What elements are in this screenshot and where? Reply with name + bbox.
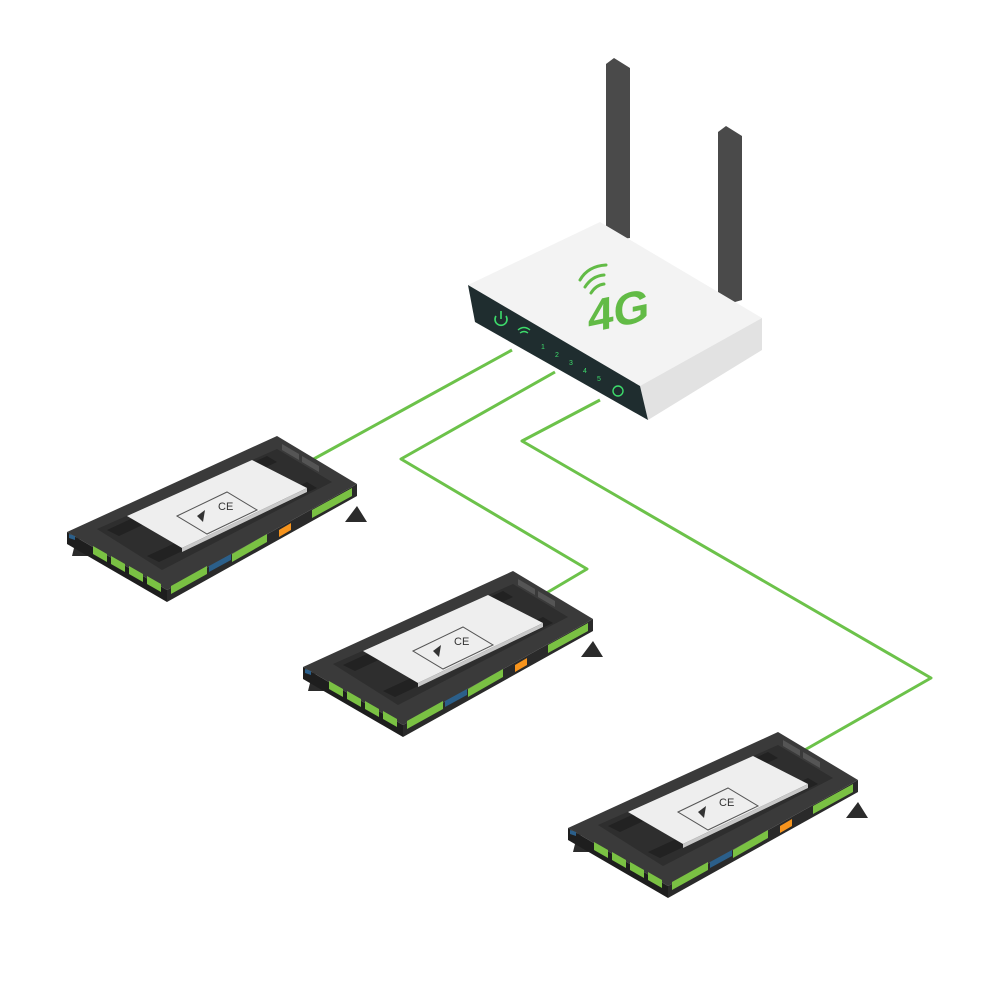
port-label: 5 [597,376,601,383]
controller-1: CE [66,435,368,603]
antenna-right [718,126,742,304]
router-4g: 1 2 3 4 5 4G [468,58,762,420]
port-label: 4 [583,368,587,375]
router-status-panel [468,285,648,420]
link-controller-2 [399,370,589,600]
port-label: 3 [569,360,573,367]
controller-2: CE [302,570,604,738]
link-controller-1 [300,348,513,468]
ce-mark: CE [454,636,469,648]
port-labels: 1 2 3 4 5 [541,344,601,383]
controller-3: CE [567,731,869,899]
link-controller-3 [520,398,933,753]
signal-waves-icon [578,263,608,295]
ce-mark: CE [719,797,734,809]
port-label: 2 [555,352,559,359]
wifi-icon [517,326,531,334]
globe-icon [612,385,624,397]
antenna-left [606,58,630,240]
ce-mark: CE [218,501,233,513]
connection-lines [300,348,933,753]
port-label: 1 [541,344,545,351]
power-icon [494,311,508,327]
